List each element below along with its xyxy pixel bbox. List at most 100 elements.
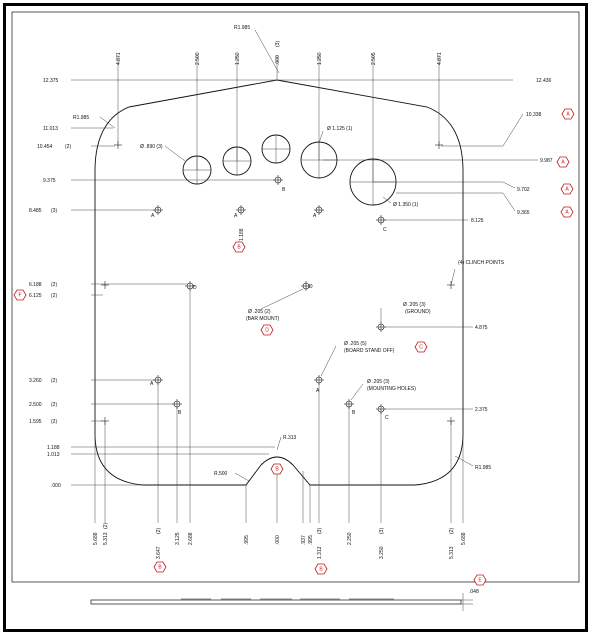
side-view-profile [90,599,462,605]
technical-drawing: 12.375 11.013 10.454 (2) 9.375 8.485 (3)… [3,3,588,632]
radius-bottom-right: R1.985 [475,465,491,471]
dim-10338: 10.338 [526,112,542,118]
dim-1188: 1.188 [47,445,60,451]
callout-1125: Ø 1.125 (1) [327,126,353,132]
left-dimensions: 12.375 11.013 10.454 (2) 9.375 8.485 (3)… [29,78,71,489]
dim-bot-995-left: .995 [244,535,250,545]
callout-ground: Ø .205 (3) [403,302,426,308]
small-hole [314,205,324,215]
dim-000-left: .000 [51,483,61,489]
callout-mounting-sub: (MOUNTING HOLES) [367,386,416,392]
svg-text:D: D [265,327,269,333]
flag-a: A [561,108,575,120]
radius-notch-top: R.313 [283,435,297,441]
dim-bot-1312-qty: (3) [317,528,323,534]
dim-top-1250-right: 1.250 [317,52,323,65]
dim-6125: 6.125 [29,293,42,299]
dim-top-4871-right: 4.871 [437,52,443,65]
dim-9375: 9.375 [43,178,56,184]
point-letter-a: A [313,213,317,219]
dim-1595-qty: (2) [51,419,57,425]
point-letter-a: A [151,213,155,219]
callout-clinch: (4) CLINCH POINTS [458,260,505,266]
dim-top-4871-left: 4.871 [116,52,122,65]
dim-2375: 2.375 [475,407,488,413]
dim-bot-5313-left-qty: (2) [103,523,109,529]
callout-standoff: Ø .205 (5) [344,341,367,347]
dim-vertical-1188: 1.188 [239,228,245,241]
flag-b: B [314,563,328,575]
dim-bot-5688-left: 5.688 [93,532,99,545]
side-view: .048 [90,589,479,611]
dim-bot-3125: 3.125 [175,532,181,545]
callout-ground-sub: (GROUND) [405,309,431,315]
part-outline [94,79,464,486]
flag-b: B [232,241,246,253]
dim-11013: 11.013 [43,126,58,132]
dim-2500-qty: (2) [51,402,57,408]
dim-top-000-qty: (3) [275,41,281,47]
point-letter-b: B [178,410,182,416]
flag-c: C [414,341,428,353]
callout-bar-mount: Ø .205 (2) [248,309,271,315]
point-letter-d: D [193,285,197,291]
svg-text:C: C [419,344,423,350]
callout-standoff-sub: (BOARD STAND OFF) [344,348,395,354]
dim-6125-qty: (2) [51,293,57,299]
small-hole [236,205,246,215]
callout-mounting: Ø .205 (3) [367,379,390,385]
dim-3260: 3.260 [29,378,42,384]
svg-text:B: B [319,566,323,572]
dim-top-2500: 2.500 [195,52,201,65]
dim-bot-3250-qty: (3) [379,528,385,534]
point-letter-d: D [309,284,313,290]
flag-e: E [473,574,487,586]
radius-notch-left: R.500 [214,471,228,477]
dim-10454: 10.454 [37,144,53,150]
dim-bot-3647: 3.647 [156,546,162,559]
svg-text:F: F [18,292,21,298]
dim-8485-qty: (3) [51,208,57,214]
svg-text:A: A [565,186,569,192]
point-letter-a: A [150,381,154,387]
large-holes [182,134,397,206]
dim-bot-5313-left: 5.313 [103,532,109,545]
dim-3260-qty: (2) [51,378,57,384]
small-holes [153,175,386,414]
dim-bot-2688: 2.688 [188,532,194,545]
right-dimensions: 12.436 10.338 9.987 9.702 9.365 8.125 4.… [471,78,553,413]
dim-bot-1312: 1.312 [317,546,323,559]
dim-2500: 2.500 [29,402,42,408]
radius-top: R1.985 [234,25,250,31]
point-letter-a: A [316,388,320,394]
dim-9987: 9.987 [540,158,553,164]
dim-bot-3647-qty: (2) [156,528,162,534]
svg-text:A: A [565,209,569,215]
dim-6188-qty: (2) [51,282,57,288]
dim-bot-5313-right: 5.313 [449,546,455,559]
radius-top-left: R1.985 [73,115,89,121]
dim-8485: 8.485 [29,208,42,214]
flag-d: D [260,324,274,336]
flag-a: A [556,156,570,168]
bottom-dimensions: 5.688 5.313 (2) 3.647 (2) 3.125 2.688 .9… [93,523,467,559]
point-letter-b: B [352,410,356,416]
dim-9702: 9.702 [517,187,530,193]
hole-callouts: Ø .890 (3) Ø 1.125 (1) Ø 1.350 (1) Ø .20… [140,126,505,392]
dim-bot-937: .937 [301,535,307,545]
point-letter-b: B [282,187,286,193]
dim-bot-000: .000 [275,535,281,545]
dim-4875: 4.875 [475,325,488,331]
svg-text:A: A [561,159,565,165]
dim-bot-2250: 2.250 [347,532,353,545]
dim-9365: 9.365 [517,210,530,216]
hex-flags: A A A A B B B B C D E F [13,108,575,586]
svg-text:B: B [237,244,241,250]
point-letters: A A A B C D D A A B B C [150,187,389,421]
callout-bar-mount-sub: (BAR MOUNT) [246,316,280,322]
extension-lines [71,55,538,523]
point-letter-c: C [383,227,387,233]
dim-12375: 12.375 [43,78,59,84]
flag-a: A [560,206,574,218]
top-dimensions: 4.871 2.500 1.250 .000 (3) 1.250 2.505 4… [116,41,443,65]
